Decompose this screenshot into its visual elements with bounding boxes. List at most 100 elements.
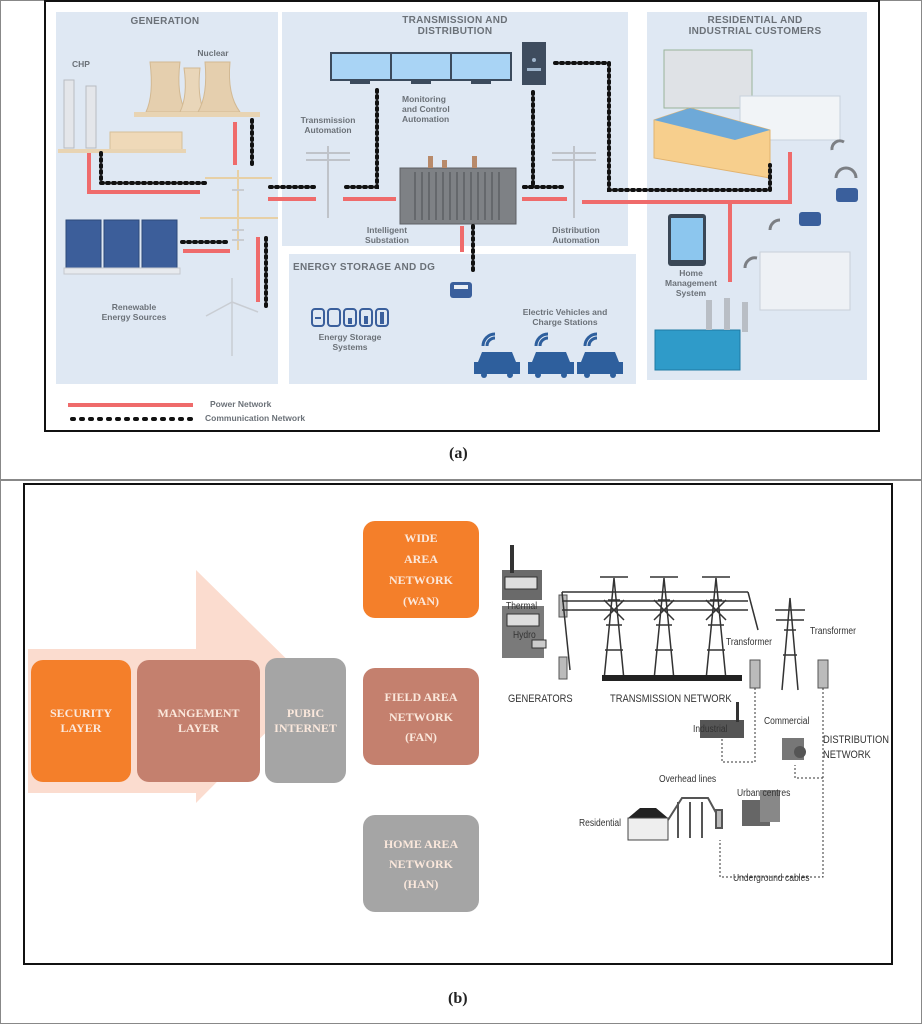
security-layer-line1: SECURITY (49, 706, 112, 720)
han-line2: NETWORK (388, 856, 453, 871)
thermal-generator-icon (502, 545, 542, 600)
grass-strip (602, 675, 742, 681)
figure-b-caption: (b) (448, 990, 468, 1007)
security-layer-line2: LAYER (60, 721, 102, 735)
customer-smart-meters-icon (799, 188, 858, 226)
transmission-title-line1: TRANSMISSION AND (402, 15, 508, 26)
hms-label-line1: Home (679, 268, 703, 278)
underground-cables-label: Underground cables (733, 873, 810, 884)
transmission-title-line2: DISTRIBUTION (417, 26, 493, 37)
distribution-pole-icon (552, 146, 596, 218)
tablet-icon (668, 214, 706, 266)
distribution-network-label-line1: DISTRIBUTION (823, 734, 889, 746)
fan-line2: NETWORK (388, 709, 453, 724)
urban-centres-label: Urban centres (737, 788, 791, 799)
smart-meter-icon (450, 282, 472, 298)
server-icon (522, 42, 546, 85)
management-layer-line2: LAYER (178, 721, 219, 735)
hms-label-line3: System (675, 288, 707, 298)
wifi-icons (481, 332, 598, 347)
communication-network-lines (99, 61, 772, 308)
legend-comm-label: Communication Network (205, 413, 306, 423)
han-box: HOME AREA NETWORK (HAN) (363, 815, 479, 912)
wan-box: WIDE AREA NETWORK (WAN) (363, 521, 479, 618)
nuclear-label: Nuclear (197, 48, 229, 58)
management-layer-line1: MANGEMENT (157, 706, 240, 720)
building-icons (653, 49, 851, 371)
transmission-pole-icon (306, 146, 350, 218)
ev-label-line2: Charge Stations (532, 317, 598, 327)
fan-box: FIELD AREA NETWORK (FAN) (363, 668, 479, 765)
monitoring-label-line1: Monitoring (402, 94, 446, 104)
residential-house-icon (627, 808, 669, 841)
wan-line2: AREA (403, 551, 438, 566)
fan-line1: FIELD AREA (384, 689, 458, 704)
public-internet-line2: INTERNET (274, 720, 337, 735)
public-internet-line1: PUBIC (286, 705, 325, 720)
commercial-label: Commercial (764, 716, 810, 727)
solar-panels-icon (63, 219, 181, 275)
generators-label: GENERATORS (508, 693, 573, 705)
transmission-automation-label-line1: Transmission (300, 115, 356, 125)
chp-label: CHP (72, 59, 90, 69)
commercial-building-icon (782, 738, 806, 760)
control-monitors-icon (330, 52, 512, 84)
renewable-label-line1: Renewable (111, 302, 157, 312)
ess-label-line2: Systems (332, 342, 368, 352)
fan-line3: (FAN) (405, 729, 437, 744)
chp-plant-icon (58, 79, 186, 153)
distribution-automation-label-line1: Distribution (552, 225, 600, 235)
monitoring-label-line2: and Control (402, 104, 450, 114)
substation-label-line1: Intelligent (366, 225, 408, 235)
substation-label-line2: Substation (365, 235, 409, 245)
hydro-generator-icon (502, 606, 547, 658)
hms-label-line2: Management (665, 278, 717, 288)
transmission-towers-icon (561, 576, 759, 681)
urban-centres-icon (742, 790, 780, 826)
industrial-building-icon (700, 702, 744, 738)
figure-a-drawing (58, 42, 858, 421)
wan-line4: (WAN) (402, 593, 439, 608)
overhead-lines-icon (667, 797, 723, 838)
customers-title-line1: RESIDENTIAL AND (707, 15, 803, 26)
transformer-2-label: Transformer (810, 626, 856, 637)
han-line1: HOME AREA (383, 836, 459, 851)
customer-wifi-icons (743, 139, 858, 269)
distribution-tower-icon (775, 597, 805, 691)
battery-storage-icon (311, 308, 389, 327)
renewable-label-line2: Energy Sources (101, 312, 167, 322)
transmission-automation-label-line2: Automation (304, 125, 352, 135)
electric-vehicle-icons (474, 352, 623, 378)
storage-title: ENERGY STORAGE AND DG (293, 262, 436, 273)
han-line3: (HAN) (403, 876, 439, 891)
ess-label-line1: Energy Storage (318, 332, 382, 342)
wan-line1: WIDE (404, 530, 438, 545)
distribution-lines (719, 688, 824, 878)
distribution-automation-label-line2: Automation (552, 235, 600, 245)
thermal-label: Thermal (506, 601, 538, 612)
distribution-transformers-icon (749, 659, 829, 689)
pylon-icon (200, 170, 278, 250)
overhead-lines-label: Overhead lines (659, 774, 717, 785)
figure-a-caption: (a) (449, 445, 468, 462)
transmission-network-label: TRANSMISSION NETWORK (610, 693, 732, 705)
industrial-label: Industrial (693, 724, 728, 735)
wan-line3: NETWORK (388, 572, 453, 587)
transformer-1-label: Transformer (726, 637, 772, 648)
customers-title-line2: INDUSTRIAL CUSTOMERS (688, 26, 822, 37)
residential-label: Residential (579, 818, 622, 829)
nuclear-plant-icon (134, 61, 260, 117)
legend-power-label: Power Network (210, 399, 272, 409)
substation-transformer-icon (399, 156, 517, 225)
power-grid-illustration (502, 545, 829, 878)
distribution-network-label-line2: NETWORK (823, 749, 871, 761)
wind-turbine-icon (205, 278, 259, 356)
generation-title: GENERATION (130, 16, 200, 27)
hydro-label: Hydro (513, 630, 536, 641)
ev-label-line1: Electric Vehicles and (522, 307, 608, 317)
monitoring-label-line3: Automation (402, 114, 450, 124)
power-network-lines (87, 122, 792, 302)
